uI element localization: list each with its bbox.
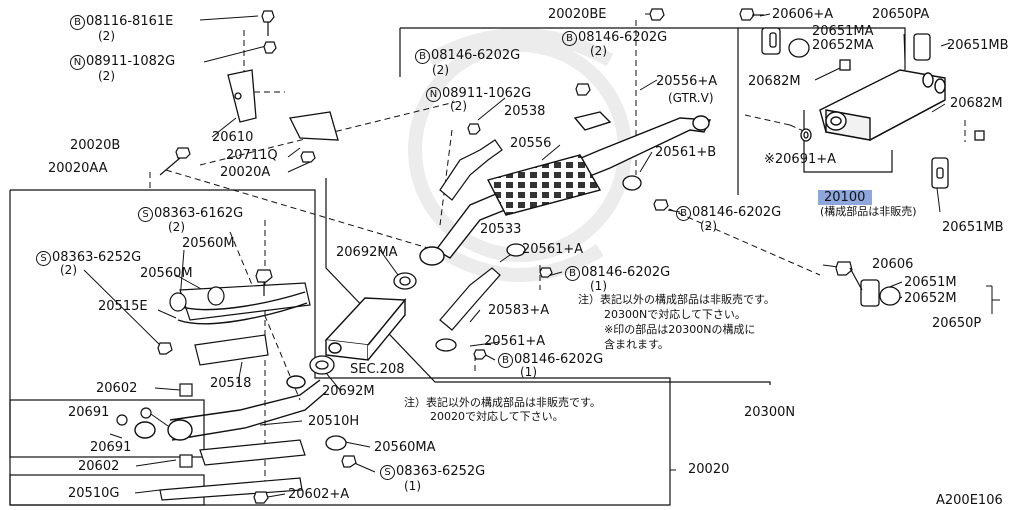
bracket-20610 <box>227 69 339 141</box>
label-20538: 20538 <box>504 104 546 119</box>
note1-line2: 20300Nで対応して下さい。 <box>604 308 746 321</box>
qty-08146-c: (2) <box>700 219 717 233</box>
qty-08911-1062G: (2) <box>450 99 467 113</box>
label-20020: 20020 <box>688 462 730 477</box>
nut-marker: N <box>426 87 441 102</box>
note1-line4: 含まれます。 <box>604 338 669 351</box>
note1-line1: 注）表記以外の構成部品は非販売です。 <box>578 293 775 306</box>
label-20691-a: 20691 <box>68 405 110 420</box>
qty-08116: (2) <box>98 29 115 43</box>
fasteners <box>116 8 863 504</box>
label-20300N: 20300N <box>744 405 796 420</box>
label-20515E: 20515E <box>98 299 148 314</box>
rubber-mounts <box>761 27 985 307</box>
leader-lines <box>149 20 966 500</box>
label-20610: 20610 <box>212 130 254 145</box>
label-20651MA: 20651MA <box>812 24 874 39</box>
screw-marker: S <box>138 207 153 222</box>
label-20651M: 20651M <box>904 275 957 290</box>
label-20561A-a: 20561+A <box>522 242 584 257</box>
label-20100: 20100 <box>824 190 866 205</box>
label-20602A: 20602+A <box>288 487 350 502</box>
label-20561B: 20561+B <box>655 145 717 160</box>
bolt-marker: B <box>498 353 513 368</box>
label-20556A-variant: (GTR.V) <box>668 91 714 105</box>
qty-08146-a: (2) <box>590 44 607 58</box>
label-20692M: 20692M <box>322 384 375 399</box>
nut-marker: N <box>70 55 85 70</box>
bolt-marker: B <box>562 31 577 46</box>
label-20652M: 20652M <box>904 291 957 306</box>
label-20556: 20556 <box>510 136 552 151</box>
qty-08146-e: (1) <box>520 365 537 379</box>
label-20556A: 20556+A <box>656 74 718 89</box>
sub-muffler <box>324 297 407 361</box>
center-pipe <box>419 111 712 266</box>
label-20652MA: 20652MA <box>812 38 874 53</box>
bolt-marker: B <box>565 266 580 281</box>
main-muffler <box>819 69 946 141</box>
label-20692MA: 20692MA <box>336 245 398 260</box>
note2-line1: 注）表記以外の構成部品は非販売です。 <box>404 396 601 409</box>
label-20651MB-bottom: 20651MB <box>942 220 1004 235</box>
label-20510G: 20510G <box>68 486 120 501</box>
label-20711Q: 20711Q <box>226 148 278 163</box>
note1-line3: ※印の部品は20300Nの構成に <box>604 323 756 336</box>
label-20602-a: 20602 <box>96 381 138 396</box>
label-20583A: 20583+A <box>488 303 550 318</box>
label-20682M-right: 20682M <box>950 96 1003 111</box>
bolt-marker: B <box>70 15 85 30</box>
note2-line2: 20020で対応して下さい。 <box>430 410 564 423</box>
qty-08363-6252G-b: (1) <box>404 479 421 493</box>
label-20561A-b: 20561+A <box>484 334 546 349</box>
label-sec208: SEC.208 <box>350 362 405 377</box>
diagram-id: A200E106 <box>936 493 1003 508</box>
label-20691-b: 20691 <box>90 440 132 455</box>
qty-08146-d: (1) <box>590 279 607 293</box>
label-20606A: 20606+A <box>772 7 834 22</box>
gaskets <box>309 128 812 451</box>
screw-marker: S <box>36 251 51 266</box>
qty-08363-6162G: (2) <box>168 220 185 234</box>
label-20518: 20518 <box>210 376 252 391</box>
note-20100: (構成部品は非販売) <box>820 205 917 218</box>
qty-08911-1082G: (2) <box>98 69 115 83</box>
label-20682M-top: 20682M <box>748 74 801 89</box>
bolt-marker: B <box>676 206 691 221</box>
label-20020BE: 20020BE <box>548 7 607 22</box>
label-20560MA: 20560MA <box>374 440 436 455</box>
label-20651MB-top: 20651MB <box>947 38 1009 53</box>
front-pipe <box>134 291 327 441</box>
label-20602-b: 20602 <box>78 459 120 474</box>
label-20650PA: 20650PA <box>872 7 930 22</box>
label-20560M-b: 20560M <box>140 266 193 281</box>
highlight-20100 <box>818 190 872 205</box>
qty-08146-b: (2) <box>432 63 449 77</box>
label-20691A: ※20691+A <box>764 152 837 167</box>
label-20510H: 20510H <box>308 414 360 429</box>
bolt-marker: B <box>415 49 430 64</box>
screw-marker: S <box>380 465 395 480</box>
label-20533: 20533 <box>480 222 522 237</box>
label-20020A: 20020A <box>220 165 271 180</box>
label-20606: 20606 <box>872 257 914 272</box>
qty-08363-6252G-a: (2) <box>60 263 77 277</box>
label-20020B: 20020B <box>70 138 121 153</box>
label-20020AA: 20020AA <box>48 161 108 176</box>
label-20650P: 20650P <box>932 316 982 331</box>
label-20560M-a: 20560M <box>182 236 235 251</box>
